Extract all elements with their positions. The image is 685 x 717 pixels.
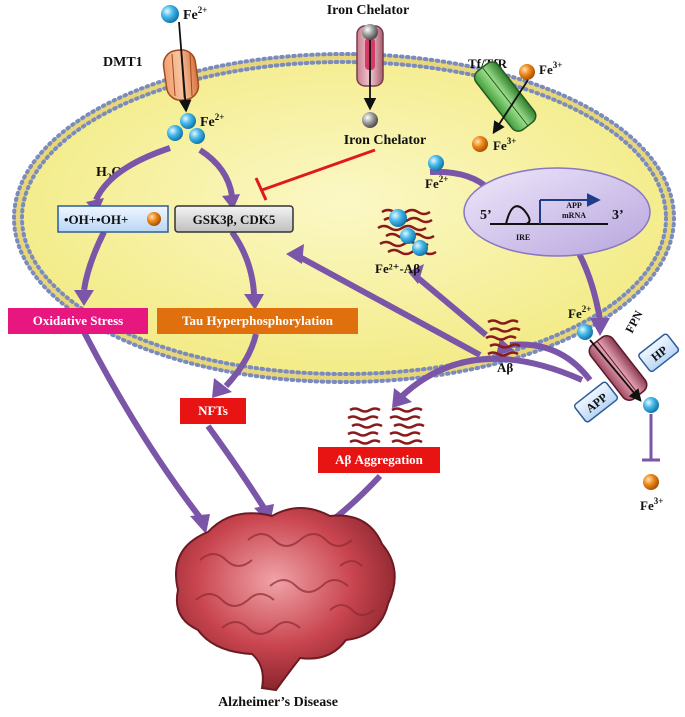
tau-hyperphosphorylation-label: Tau Hyperphosphorylation — [182, 313, 333, 328]
fe3-ion-exported — [643, 474, 659, 490]
nfts-label: NFTs — [198, 403, 228, 418]
fe2-ab-label: Fe²⁺-Aβ — [375, 261, 420, 276]
fe3-ion-inside — [472, 136, 488, 152]
dmt1-label: DMT1 — [103, 55, 143, 70]
iron-chelator-top-label: Iron Chelator — [327, 3, 410, 18]
gsk3b-label: GSK3β, CDK5 — [193, 212, 276, 227]
fe3-ion-oh — [147, 212, 161, 226]
ab-aggregate-fibrils — [347, 407, 425, 445]
fe2-cluster — [167, 113, 205, 144]
iron-chelator-inside-label: Iron Chelator — [344, 133, 427, 148]
hydroxyl-radicals-box: •OH+•OH+ — [57, 205, 169, 233]
fe3-tfr-label: Fe3+ — [539, 60, 562, 77]
fpn-export-arrow — [589, 339, 642, 402]
ab-aggregation-box: Aβ Aggregation — [318, 447, 440, 473]
tf-tfr-receptor — [473, 61, 537, 132]
fpn-label: FPN — [622, 308, 645, 335]
fe2-cluster-label: Fe2+ — [200, 112, 224, 130]
purple-arrowheads — [74, 184, 610, 538]
brain-image — [175, 507, 396, 692]
three-prime-label: 3’ — [612, 208, 624, 223]
ire-label: IRE — [516, 233, 530, 242]
hp-box: HP — [638, 333, 680, 373]
five-prime-label: 5’ — [480, 208, 492, 223]
dmt1-transporter — [162, 21, 200, 113]
fe2-ion-fpn — [577, 324, 593, 340]
ab-stack — [485, 319, 521, 357]
oh-radicals-label: •OH+•OH+ — [64, 212, 128, 227]
fe3-inside-label: Fe3+ — [493, 136, 516, 153]
tau-hyperphosphorylation-box: Tau Hyperphosphorylation — [157, 308, 358, 334]
fe2-ion-exported — [643, 397, 659, 413]
fe3-exported-label: Fe3+ — [640, 496, 663, 513]
fe2-fpn-label: Fe2+ — [568, 304, 591, 321]
tfr-arrow — [492, 79, 529, 135]
chelator-inhibition — [254, 148, 376, 201]
nfts-box: NFTs — [180, 398, 246, 424]
iron-chelator-channel — [356, 24, 384, 111]
fe2-ion-top — [161, 5, 179, 23]
fe2-mrna-label: Fe2+ — [425, 174, 448, 191]
purple-arrows — [81, 145, 603, 531]
membrane-inner-heads — [20, 60, 668, 376]
iron-chelator-ion — [362, 112, 378, 128]
fe2-top-label: Fe2+ — [183, 5, 207, 23]
gsk3b-cdk5-box: GSK3β, CDK5 — [174, 205, 294, 233]
oxidative-stress-box: Oxidative Stress — [8, 308, 148, 334]
fe2-ion-mrna — [428, 155, 444, 171]
cell-membrane-core — [14, 54, 674, 382]
fe3-ion-tfr — [519, 64, 535, 80]
oxidative-stress-label: Oxidative Stress — [32, 313, 124, 328]
app-box: APP — [573, 381, 619, 423]
ab-label: Aβ — [497, 360, 513, 375]
membrane-outer-heads — [12, 52, 676, 384]
ab-aggregation-label: Aβ Aggregation — [335, 452, 423, 467]
alzheimers-label: Alzheimer’s Disease — [218, 695, 338, 710]
